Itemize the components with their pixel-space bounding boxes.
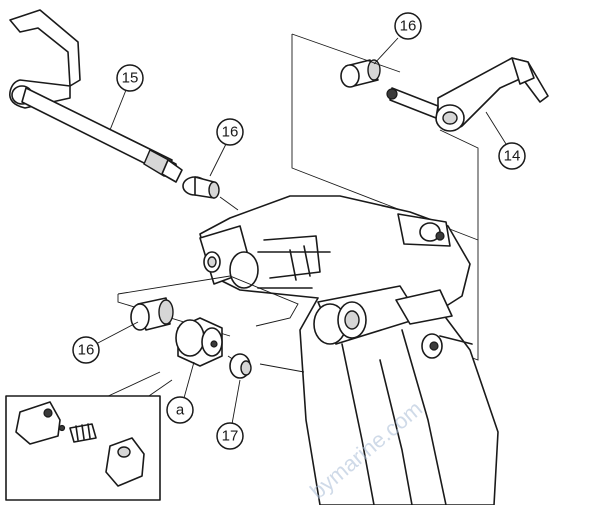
cam-part-a <box>175 317 241 367</box>
callout-16-upper-left-label: 16 <box>222 124 239 141</box>
callout-16-upper-right: 16 <box>373 12 422 65</box>
part-15-crank-shaft <box>8 9 183 183</box>
bushing-16-upper-right <box>340 59 381 88</box>
bushing-16-upper-left <box>182 176 239 211</box>
swivel-bracket-body <box>199 195 499 505</box>
callout-15-label: 15 <box>122 70 139 87</box>
clip-part-17 <box>229 353 305 379</box>
bushing-16-lower <box>130 297 174 331</box>
callout-15: 15 <box>109 64 144 131</box>
callout-a: a <box>166 361 195 424</box>
callout-16-lower: 16 <box>72 321 139 364</box>
callout-16-upper-left: 16 <box>209 118 244 177</box>
callout-17: 17 <box>216 379 244 450</box>
callout-14: 14 <box>485 111 526 170</box>
callout-14-label: 14 <box>504 148 521 165</box>
part-14-bracket-handle <box>386 57 549 132</box>
callout-16-upper-right-label: 16 <box>400 18 417 35</box>
callout-16-lower-label: 16 <box>78 342 95 359</box>
inset-detail-box <box>5 371 173 501</box>
callout-17-label: 17 <box>222 428 239 445</box>
callout-a-label: a <box>176 402 185 419</box>
